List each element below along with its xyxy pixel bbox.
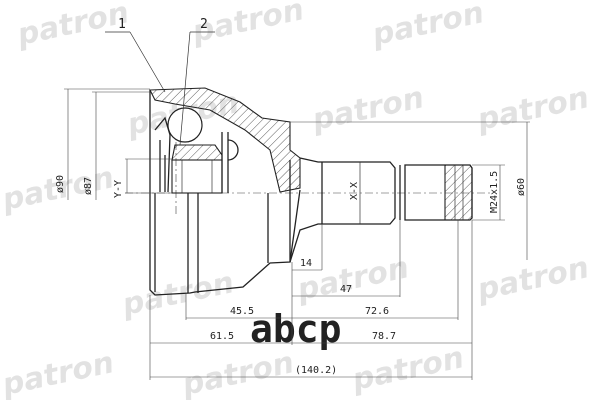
watermark-abcp: abcp [250,307,342,351]
ball [167,107,203,143]
outer-profile [149,90,301,296]
dim-diameter-87: ø87 [83,91,150,200]
label-length-14: 14 [300,258,312,269]
dim-length-14: 14 [292,258,322,271]
label-length-61-5: 61.5 [210,331,234,342]
label-diameter-90: ø90 [55,175,66,193]
watermark-patron: patron [308,80,427,138]
callout-label-1: 1 [118,17,126,32]
spline-inner [171,159,223,194]
label-thread: M24x1.5 [489,171,500,213]
label-diameter-60: ø60 [516,178,527,196]
watermark-patron: patron [0,345,117,400]
dim-length-total: (140.2) [150,365,472,378]
dim-y-y: Y-Y [113,158,172,198]
dim-length-78-7: 78.7 [292,331,472,344]
retainer-bump [227,139,239,161]
dim-length-72-6: 72.6 [292,306,458,319]
cage-lines [159,140,166,192]
label-length-78-7: 78.7 [372,331,396,342]
housing-section [149,87,301,193]
watermark-patron: patron [348,340,467,398]
label-length-47: 47 [340,284,352,295]
shaft-stub [289,157,396,263]
dim-diameter-90: ø90 [55,88,150,200]
inner-race-section [171,144,223,161]
watermark-patron: patron [13,0,132,53]
thread-section [444,164,473,221]
label-x-x: X-X [349,182,360,200]
label-y-y: Y-Y [113,180,124,198]
dim-length-61-5: 61.5 [150,331,292,344]
label-length-72-6: 72.6 [365,306,389,317]
label-diameter-87: ø87 [83,177,94,195]
watermark-patron: patron [178,345,297,400]
cage [154,116,171,193]
dim-length-47: 47 [292,284,400,297]
callout-1: 1 [105,17,166,93]
label-length-total: (140.2) [295,365,337,376]
label-length-45-5: 45.5 [230,306,254,317]
watermark-patron: patron [368,0,487,53]
watermark-patron: patron [473,250,592,308]
dim-diameter-60: ø60 [290,121,530,260]
dim-thread: M24x1.5 [472,164,505,221]
callout-label-2: 2 [200,17,208,32]
callout-2: 2 [179,17,215,146]
watermark-patron: patron [473,80,592,138]
dim-length-45-5: 45.5 [186,306,292,319]
